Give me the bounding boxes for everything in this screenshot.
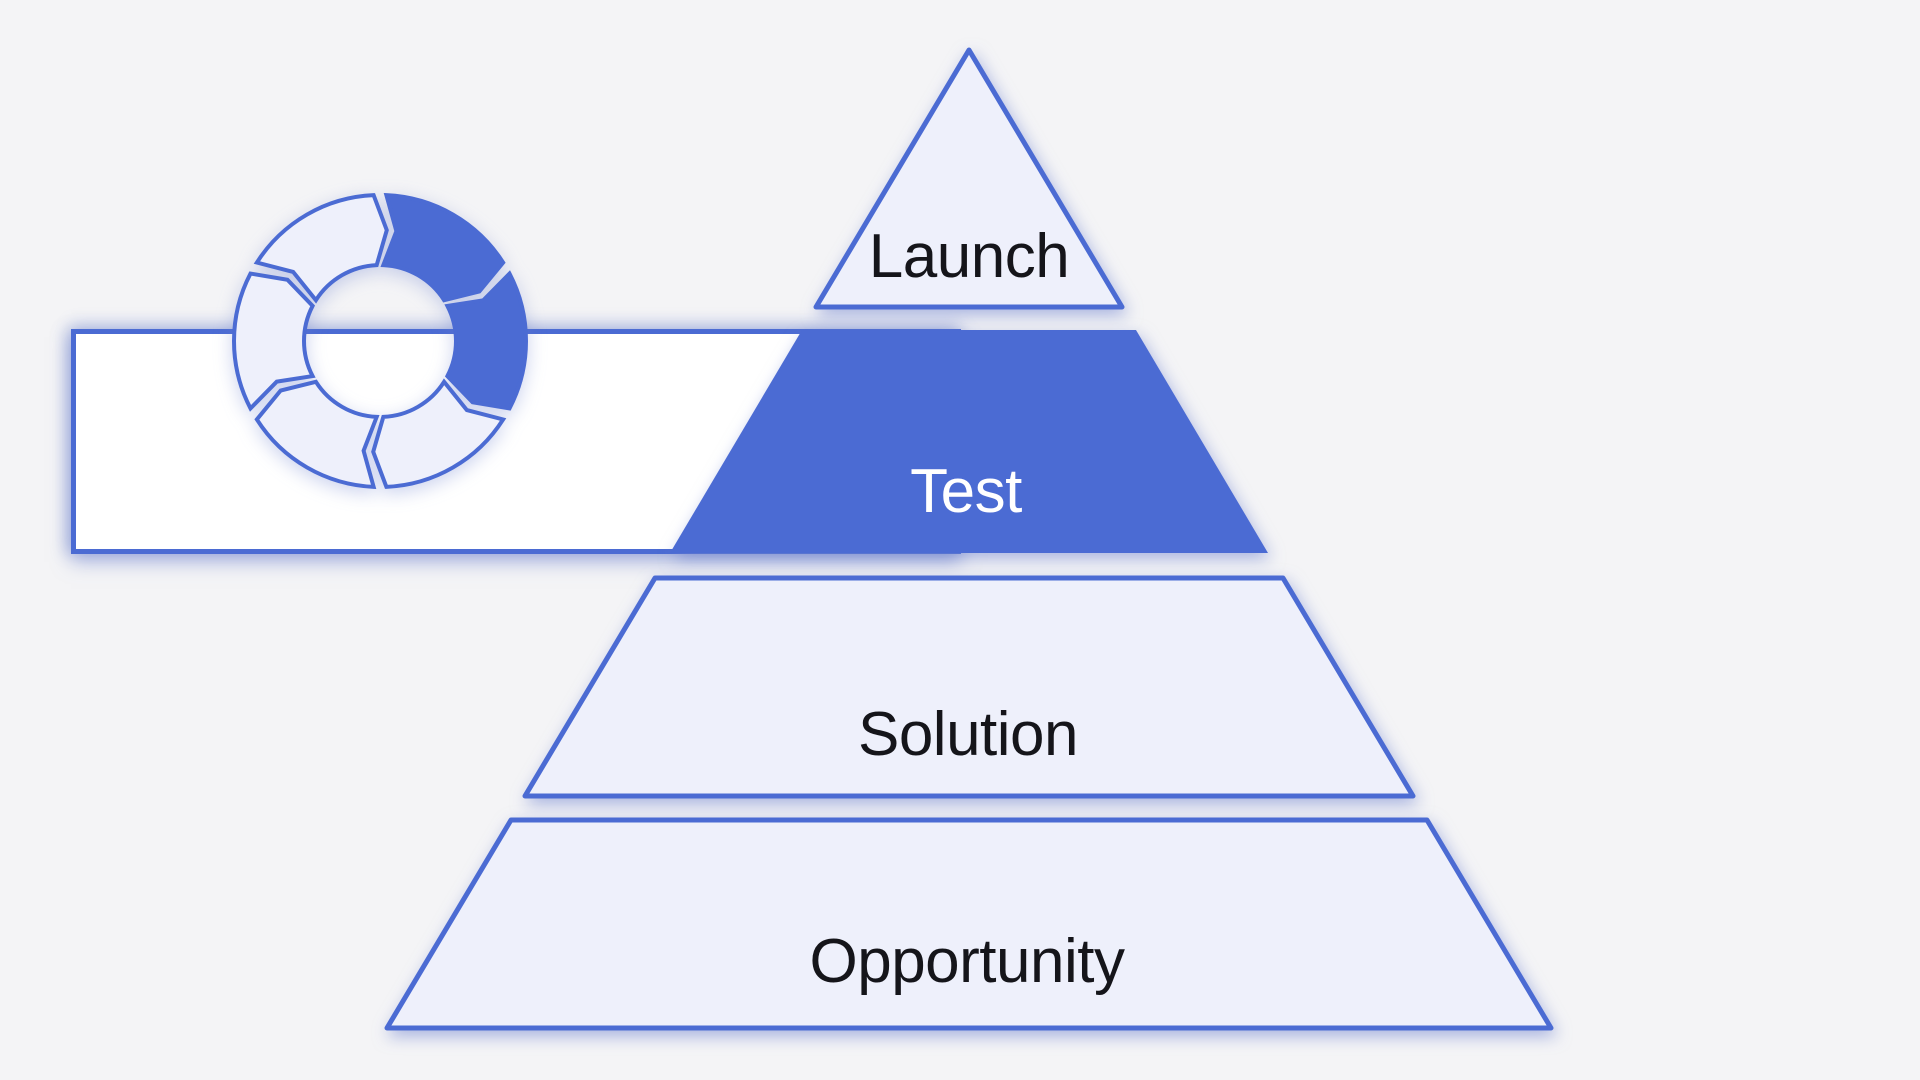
pyramid-level-label-opportunity: Opportunity	[809, 927, 1125, 996]
pyramid-level-shape-launch	[813, 47, 1125, 310]
cycle-arrows-icon	[232, 193, 528, 489]
pyramid-level-shape-solution	[522, 575, 1416, 799]
pyramid-level-label-test: Test	[910, 457, 1022, 526]
cycle-arrow-segment	[254, 379, 380, 489]
cycle-arrow-segment	[371, 378, 507, 489]
pyramid-level-shape-test	[670, 330, 1268, 553]
pyramid-level-label-solution: Solution	[857, 700, 1079, 769]
pyramid-level-label-launch: Launch	[868, 222, 1070, 291]
cycle-arrow-segment	[253, 193, 389, 304]
cycle-arrow-segment	[380, 193, 506, 303]
pyramid-level-shape-opportunity	[384, 817, 1554, 1031]
cycle-arrow-segment	[232, 271, 316, 412]
cycle-arrow-segment	[444, 270, 528, 411]
